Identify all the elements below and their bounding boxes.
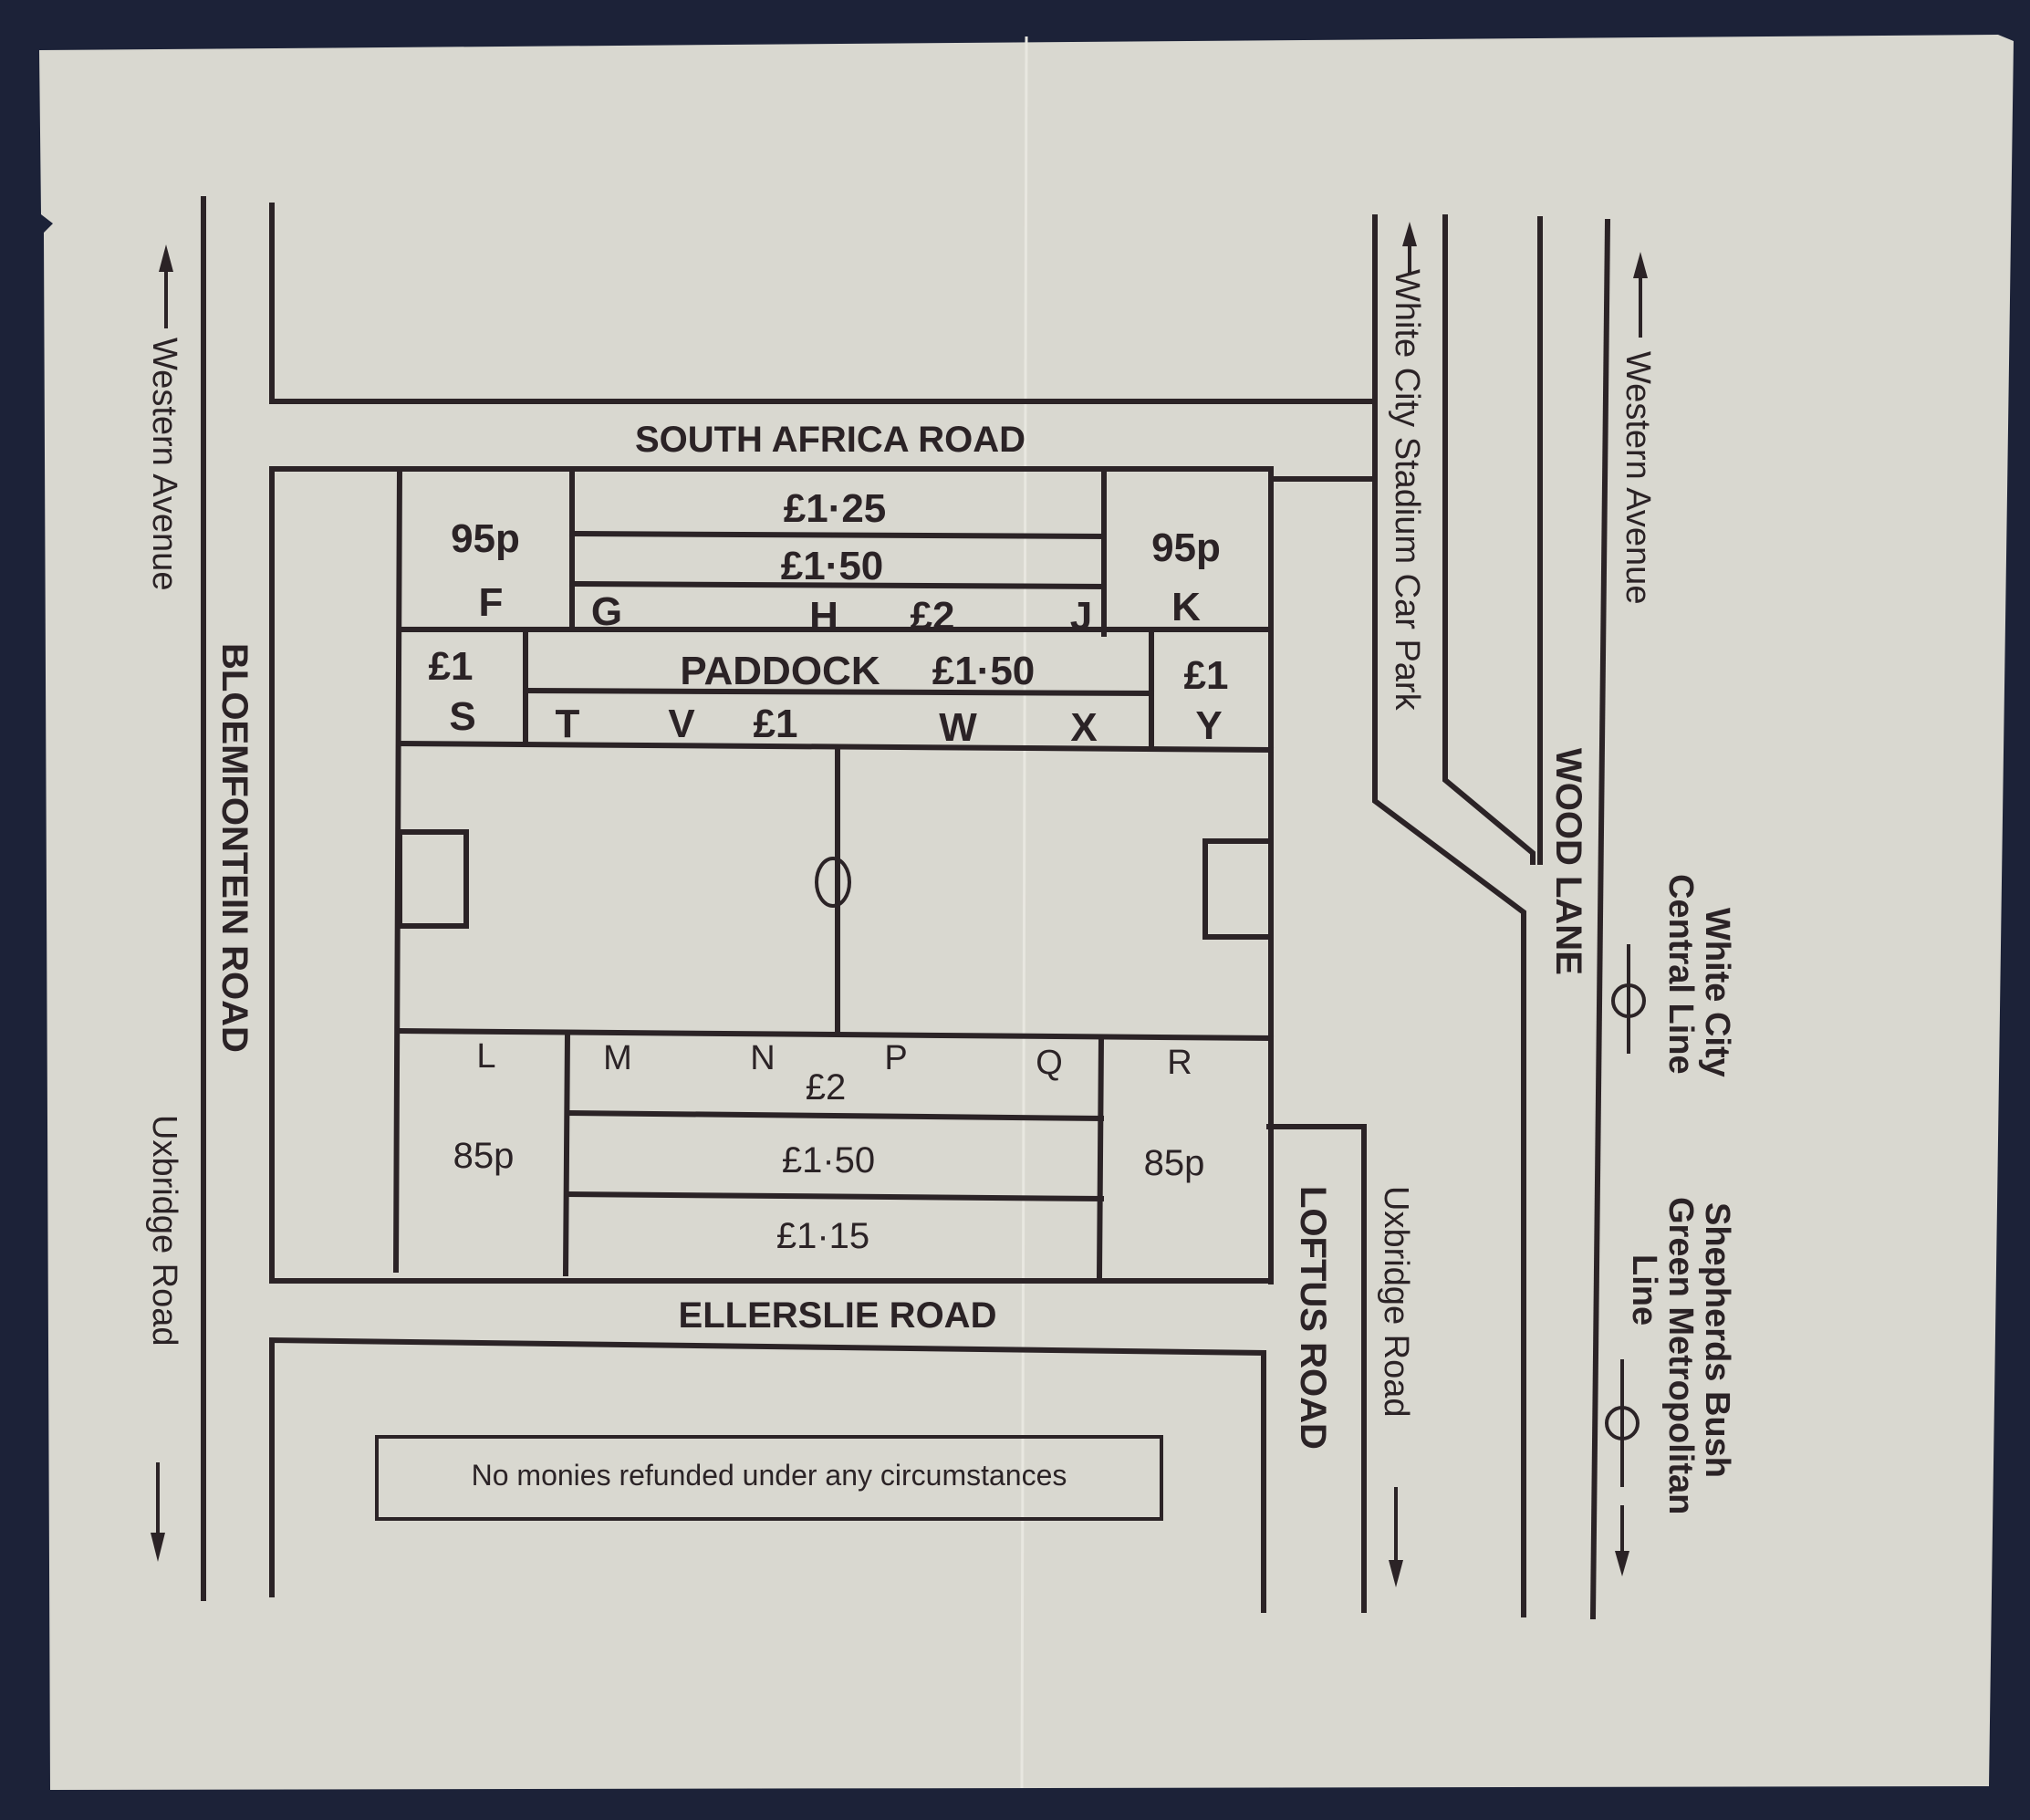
white-city-station-name: White City [1698,908,1736,1077]
block-n-label: N [750,1039,775,1077]
upper-tier-price: £1·25 [784,486,887,531]
block-r-label: R [1167,1044,1192,1082]
underground-station-icon [1605,1359,1640,1487]
block-l-label: L [476,1037,495,1076]
block-y-price: £1 [1184,653,1229,698]
underground-station-icon [1611,944,1646,1054]
left-western-avenue-label: Western Avenue [145,338,183,590]
arrow-down-icon [151,1462,165,1562]
block-k-label: K [1171,585,1201,629]
car-park-label: White City Stadium Car Park [1388,269,1426,712]
block-t-label: T [556,702,580,746]
left-uxbridge-road-label: Uxbridge Road [145,1115,183,1346]
lower-tier-price: £2 [911,594,955,639]
block-f-price: 95p [451,516,520,561]
block-v-label: V [668,702,695,746]
arrow-down-icon [1389,1487,1403,1587]
notice-box [375,1435,1163,1521]
ellerslie-road-label: ELLERSLIE ROAD [679,1295,997,1336]
rear-tier-price: £1·15 [776,1216,869,1256]
shepherds-bush-line-suffix: Line [1625,1254,1663,1326]
loftus-road-label: LOFTUS ROAD [1293,1186,1333,1450]
block-k-price: 95p [1151,525,1221,570]
front-row-price: £1 [754,702,798,746]
block-l-price: 85p [453,1136,515,1176]
right-penalty-box [1202,838,1274,940]
block-g-label: G [591,589,622,634]
shepherds-bush-station-name: Shepherds Bush [1698,1202,1736,1478]
block-m-label: M [603,1039,632,1077]
block-h-label: H [809,594,838,639]
block-s-label: S [449,694,475,739]
paddock-label: PADDOCK [680,649,880,693]
front-tier-price: £2 [806,1067,847,1108]
fold-crease [1020,36,1028,1789]
right-western-avenue-label: Western Avenue [1619,351,1657,604]
block-y-label: Y [1195,703,1222,748]
right-uxbridge-road-label: Uxbridge Road [1377,1186,1415,1417]
arrow-up-icon [159,244,173,328]
arrow-up-icon [1633,252,1648,338]
paddock-price: £1·50 [932,649,1036,693]
notice-text: No monies refunded under any circumstanc… [472,1459,1067,1492]
middle-tier-price-south: £1·50 [782,1140,875,1180]
block-x-label: X [1070,705,1097,750]
shepherds-bush-line-name: Green Metropolitan [1661,1197,1700,1514]
block-p-label: P [884,1039,907,1077]
south-africa-road-label: SOUTH AFRICA ROAD [635,420,1025,460]
middle-tier-price: £1·50 [781,544,884,588]
centre-circle [815,857,851,908]
bloemfontein-road-label: BLOEMFONTEIN ROAD [214,643,255,1053]
white-city-line-name: Central Line [1661,874,1700,1075]
block-s-price: £1 [429,644,474,689]
block-q-label: Q [1036,1044,1063,1082]
block-w-label: W [939,705,977,750]
paper-sheet [39,35,2014,1790]
block-f-label: F [479,580,504,625]
arrow-up-icon [1402,222,1417,274]
arrow-down-icon [1615,1505,1629,1576]
block-j-label: J [1070,594,1092,639]
block-r-price: 85p [1144,1143,1205,1183]
wood-lane-label: WOOD LANE [1548,748,1588,975]
left-penalty-box [397,829,469,929]
